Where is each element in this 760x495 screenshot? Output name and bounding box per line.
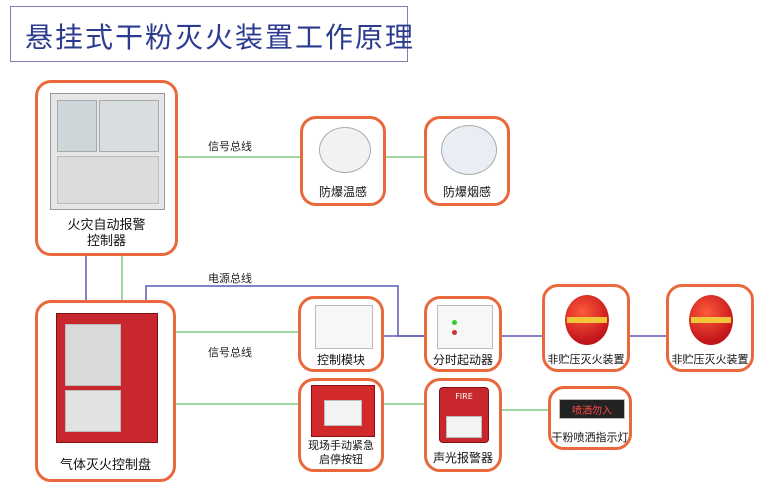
signal-bus-label-top: 信号总线 [208, 140, 252, 153]
power-bus-label: 电源总线 [208, 272, 252, 285]
control-module-image [315, 305, 373, 349]
fire-alarm-controller-label-2: 控制器 [86, 234, 126, 249]
indicator-text: 喷洒勿入 [572, 406, 612, 417]
explosion-proof-heat-label: 防爆温感 [318, 185, 367, 199]
manual-emergency-label-2: 启停按钮 [319, 453, 363, 466]
non-stored-pressure-label-1: 非贮压灭火装置 [547, 353, 625, 366]
heat-detector-image [319, 127, 371, 173]
time-delay-starter-node: 分时起动器 [424, 296, 502, 372]
sound-light-alarm-node: FIRE 声光报警器 [424, 378, 502, 472]
sound-light-alarm-label: 声光报警器 [432, 451, 493, 465]
non-stored-pressure-device-1-node: 非贮压灭火装置 [542, 284, 630, 372]
gas-extinguishing-panel-node: 气体灭火控制盘 [35, 300, 176, 482]
signal-bus-label-bottom: 信号总线 [208, 346, 252, 359]
control-module-label: 控制模块 [316, 353, 365, 367]
gas-extinguishing-panel-label: 气体灭火控制盘 [59, 458, 151, 473]
manual-emergency-label-1: 现场手动紧急 [308, 439, 374, 452]
alarm-image: FIRE [439, 387, 489, 443]
gas-panel-image [56, 313, 158, 443]
time-delay-starter-label: 分时起动器 [432, 353, 493, 367]
page-title: 悬挂式干粉灭火装置工作原理 [25, 21, 416, 54]
fire-alarm-controller-label-1: 火灾自动报警 [67, 218, 146, 233]
indicator-panel-image: 喷洒勿入 [559, 399, 625, 419]
discharge-indicator-label: 干粉喷洒指示灯 [551, 431, 629, 444]
non-stored-pressure-label-2: 非贮压灭火装置 [671, 353, 749, 366]
fire-label-text: FIRE [455, 392, 473, 401]
explosion-proof-heat-node: 防爆温感 [300, 116, 386, 206]
discharge-indicator-node: 喷洒勿入 干粉喷洒指示灯 [548, 386, 632, 450]
fire-alarm-controller-node: 火灾自动报警 控制器 [35, 80, 178, 256]
non-stored-pressure-device-2-node: 非贮压灭火装置 [666, 284, 754, 372]
title-box: 悬挂式干粉灭火装置工作原理 [10, 6, 413, 62]
explosion-proof-smoke-node: 防爆烟感 [424, 116, 510, 206]
explosion-proof-smoke-label: 防爆烟感 [442, 185, 491, 199]
starter-image [437, 305, 493, 349]
control-module-node: 控制模块 [298, 296, 384, 372]
manual-emergency-button-node: 现场手动紧急 启停按钮 [298, 378, 384, 472]
smoke-detector-image [441, 125, 497, 175]
manual-button-image [311, 385, 375, 437]
controller-cabinet-image [50, 93, 165, 210]
